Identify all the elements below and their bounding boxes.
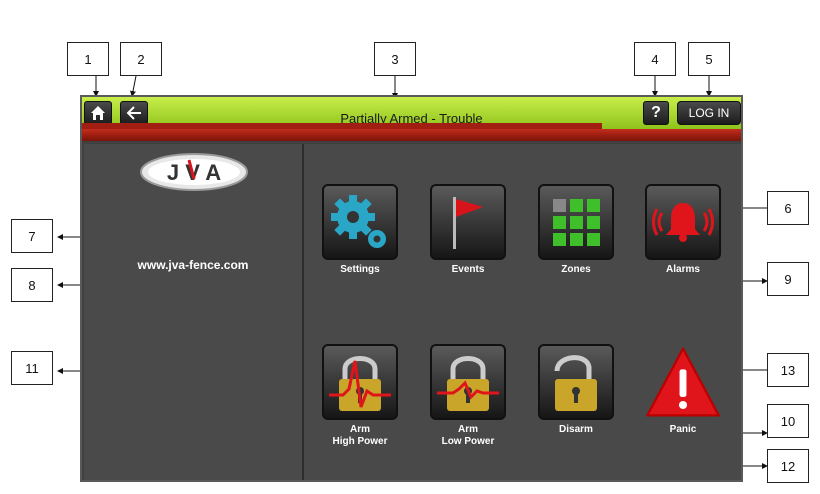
arm-high-power-button[interactable]: [322, 344, 398, 420]
disarm-button[interactable]: [538, 344, 614, 420]
lock-icon: [437, 356, 499, 411]
callout-1: 1: [67, 42, 109, 76]
panic-button[interactable]: [645, 344, 721, 420]
callout-3: 3: [374, 42, 416, 76]
settings-button[interactable]: [322, 184, 398, 260]
callout-8: 8: [11, 268, 53, 302]
jva-logo: J V A: [140, 153, 248, 191]
events-label: Events: [451, 264, 485, 275]
system-status-text: Partially Armed - Trouble: [340, 111, 483, 126]
arm-high-label-line1: Arm: [349, 424, 370, 435]
callout-2: 2: [120, 42, 162, 76]
arm-low-power-button[interactable]: [430, 344, 506, 420]
header-accent-bar: [82, 123, 741, 141]
arm-high-label-line2: High Power: [332, 436, 388, 447]
back-button[interactable]: [120, 101, 148, 125]
lock-icon: [329, 356, 391, 411]
callout-6: 6: [767, 191, 809, 225]
alarms-button[interactable]: [645, 184, 721, 260]
flag-icon: [453, 197, 483, 249]
disarm-label: Disarm: [559, 424, 593, 435]
bell-alarm-icon: [652, 203, 714, 242]
arm-low-label-line1: Arm: [457, 424, 478, 435]
panic-label: Panic: [669, 424, 697, 435]
help-button[interactable]: ?: [643, 101, 669, 125]
callout-13: 13: [767, 353, 809, 387]
device-screen: Partially Armed - Trouble ? LOG IN J V A…: [80, 95, 743, 482]
alarms-label: Alarms: [666, 264, 700, 275]
zones-label: Zones: [561, 264, 591, 275]
arm-low-label-line2: Low Power: [441, 436, 495, 447]
zones-button[interactable]: [538, 184, 614, 260]
login-button[interactable]: LOG IN: [677, 101, 741, 125]
callout-4: 4: [634, 42, 676, 76]
callout-9: 9: [767, 262, 809, 296]
callout-10: 10: [767, 404, 809, 438]
callout-11: 11: [11, 351, 53, 385]
callout-12: 12: [767, 449, 809, 483]
home-icon: [91, 106, 105, 120]
events-button[interactable]: [430, 184, 506, 260]
settings-label: Settings: [340, 264, 380, 275]
home-button[interactable]: [84, 101, 112, 125]
grid-icon: [553, 199, 600, 246]
svg-text:J V A: J V A: [167, 160, 221, 185]
gear-icon: [331, 195, 386, 248]
back-arrow-icon: [126, 106, 141, 120]
callout-5: 5: [688, 42, 730, 76]
callout-7: 7: [11, 219, 53, 253]
website-url: www.jva-fence.com: [137, 258, 249, 272]
main-menu-panel: Settings Events Zones: [304, 144, 741, 480]
brand-panel: J V A www.jva-fence.com: [84, 144, 304, 480]
lock-icon: [554, 355, 597, 411]
warning-icon: [646, 347, 720, 417]
